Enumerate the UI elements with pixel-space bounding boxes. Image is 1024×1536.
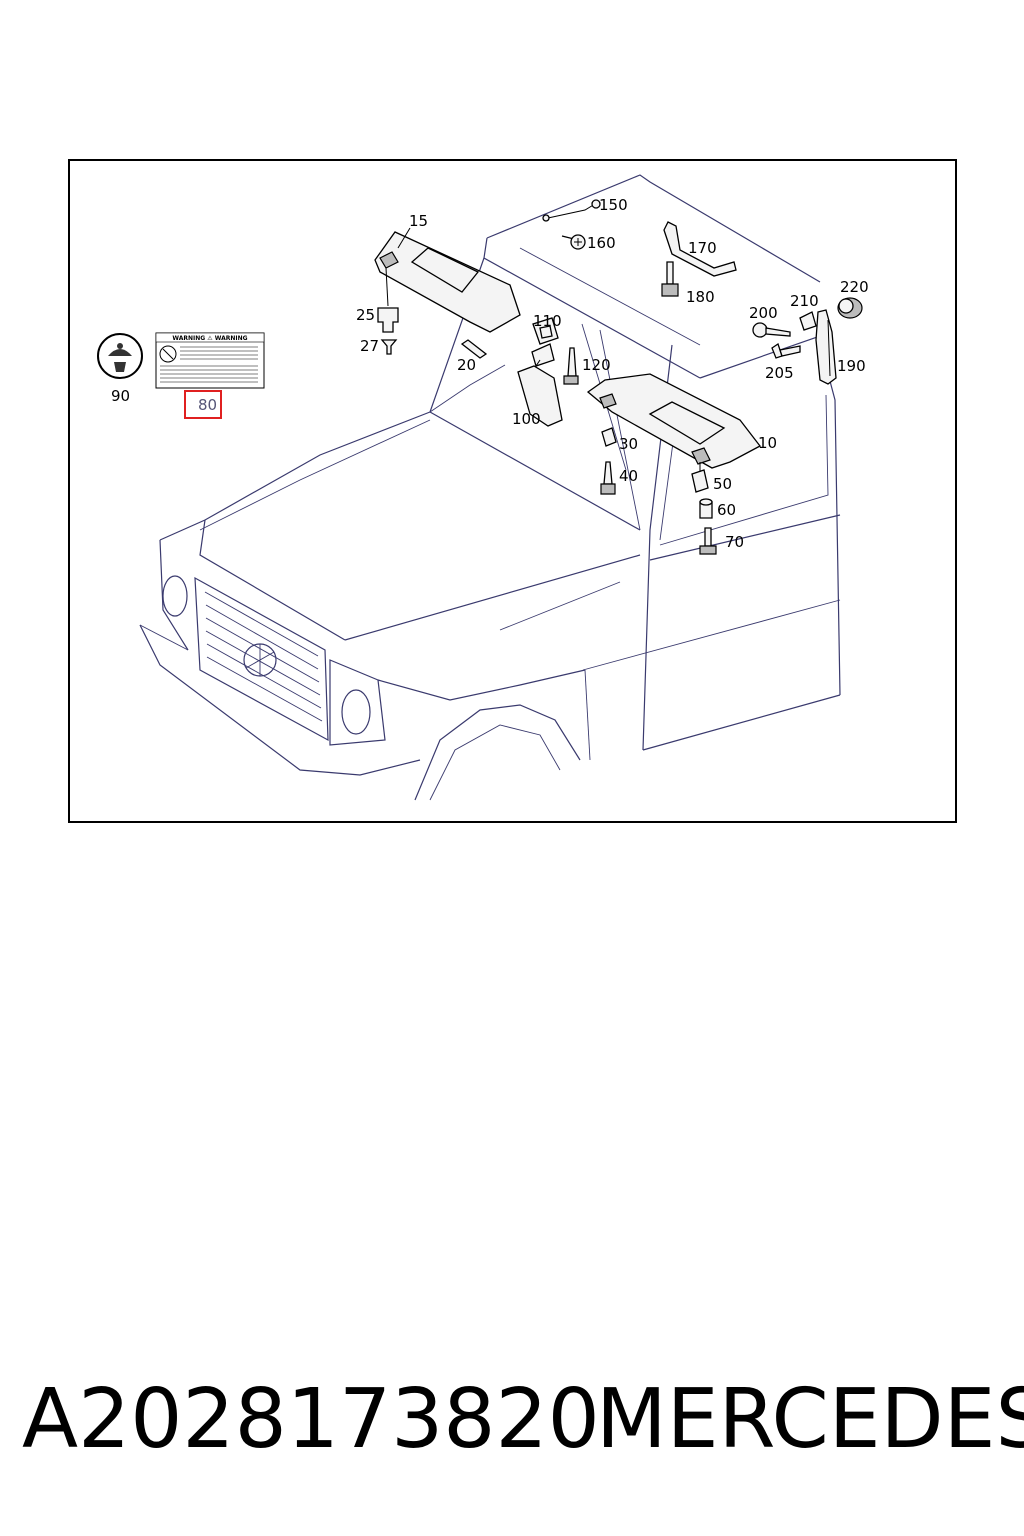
callout-100: 100 [512,410,541,428]
callout-20: 20 [457,356,476,374]
callout-180: 180 [686,288,715,306]
sun-visor-right [586,373,761,469]
callout-200: 200 [749,304,778,322]
part-number: A2028173820 [22,1372,600,1467]
callout-120: 120 [582,356,611,374]
bracket-170 [663,221,737,277]
callout-80: 80 [198,396,217,414]
mirror-100 [517,317,563,427]
visor-clip-25 [377,267,399,355]
callout-70: 70 [725,533,744,551]
callout-labels: 15 150 160 170 180 220 200 210 205 190 2… [111,196,869,551]
clip-50 [691,462,709,493]
callout-10: 10 [758,434,777,452]
callout-27: 27 [360,337,379,355]
sleeve-60 [699,498,713,519]
highlight-box-80 [184,390,222,419]
sun-visor-left [374,227,521,333]
screw-205 [771,342,801,359]
pin-20 [460,339,488,359]
clip-30 [601,427,617,447]
diagram-frame [68,159,957,823]
cable-150 [542,199,601,222]
brand-name: MERCEDES [596,1372,1024,1467]
warning-sticker-title: WARNING ⚠ WARNING [172,335,247,342]
bolt-180 [661,261,679,297]
callout-25: 25 [356,306,375,324]
screw-120 [563,347,579,385]
callout-90: 90 [111,387,130,405]
screw-200 [752,322,791,338]
warning-sticker-80: WARNING ⚠ WARNING [155,332,265,389]
callout-150: 150 [599,196,628,214]
callout-30: 30 [619,435,638,453]
callout-210: 210 [790,292,819,310]
callout-40: 40 [619,467,638,485]
callout-110: 110 [533,312,562,330]
callout-170: 170 [688,239,717,257]
callout-190: 190 [837,357,866,375]
screw-160 [561,234,586,250]
callout-220: 220 [840,278,869,296]
callout-60: 60 [717,501,736,519]
callout-50: 50 [713,475,732,493]
airbag-symbol-label-90 [97,333,143,379]
cap-220 [837,297,863,319]
clip-210 [799,311,817,331]
bolt-70 [699,527,717,555]
strap-190 [815,309,837,385]
screw-40 [600,461,616,495]
callout-205: 205 [765,364,794,382]
callout-15: 15 [409,212,428,230]
callout-160: 160 [587,234,616,252]
